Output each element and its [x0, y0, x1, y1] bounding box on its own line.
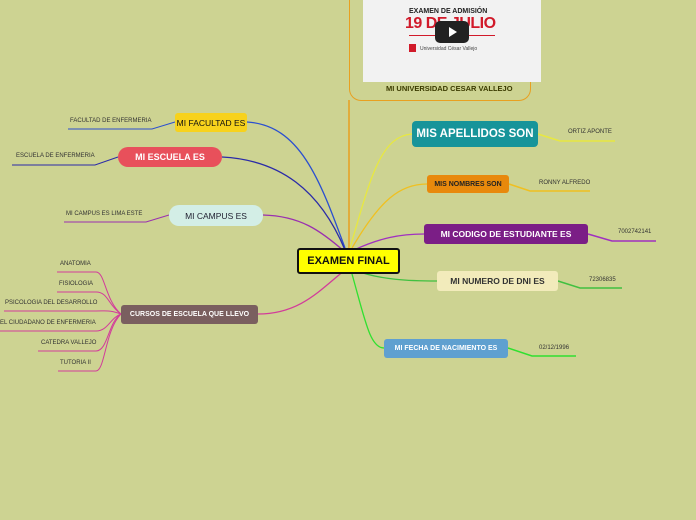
- leaf-apellidos-value: ORTIZ APONTE: [568, 129, 612, 135]
- thumbnail-logo-text: Universidad César Vallejo: [420, 46, 478, 52]
- topic-dni[interactable]: MI NUMERO DE DNI ES: [437, 271, 558, 291]
- university-logo-icon: [409, 44, 416, 52]
- leaf-curso: FISIOLOGIA: [59, 281, 94, 287]
- leaf-escuela: ESCUELA DE ENFERMERIA: [16, 153, 95, 159]
- leaf-nacimiento-value: 02/12/1996: [539, 345, 570, 351]
- leaf-curso: CATEDRA VALLEJO: [41, 340, 97, 346]
- topic-nacimiento[interactable]: MI FECHA DE NACIMIENTO ES: [384, 339, 508, 358]
- leaf-curso: ANATOMIA: [60, 261, 91, 267]
- media-caption: MI UNIVERSIDAD CESAR VALLEJO: [386, 84, 513, 93]
- topic-cursos[interactable]: CURSOS DE ESCUELA QUE LLEVO: [121, 305, 258, 324]
- leaf-curso: TUTORIA II: [60, 360, 91, 366]
- leaf-curso: PSICOLOGIA DEL DESARROLLO: [5, 300, 98, 306]
- play-icon[interactable]: [435, 21, 469, 43]
- leaf-nombres-value: RONNY ALFREDO: [539, 180, 591, 186]
- leaf-dni-value: 72306835: [589, 277, 616, 283]
- topic-escuela[interactable]: MI ESCUELA ES: [118, 147, 222, 167]
- thumbnail-title: EXAMEN DE ADMISIÓN: [409, 8, 488, 15]
- leaf-campus: MI CAMPUS ES LIMA ESTE: [66, 211, 143, 217]
- topic-facultad[interactable]: MI FACULTAD ES: [175, 113, 247, 132]
- leaf-codigo-value: 7002742141: [618, 229, 652, 235]
- topic-codigo[interactable]: MI CODIGO DE ESTUDIANTE ES: [424, 224, 588, 244]
- leaf-curso: EL CIUDADANO DE ENFERMERIA: [0, 320, 96, 326]
- topic-nombres[interactable]: MIS NOMBRES SON: [427, 175, 509, 193]
- leaf-facultad: FACULTAD DE ENFERMERIA: [70, 118, 152, 124]
- topic-apellidos[interactable]: MIS APELLIDOS SON: [412, 121, 538, 147]
- central-topic[interactable]: EXAMEN FINAL: [297, 248, 400, 274]
- topic-campus[interactable]: MI CAMPUS ES: [169, 205, 263, 226]
